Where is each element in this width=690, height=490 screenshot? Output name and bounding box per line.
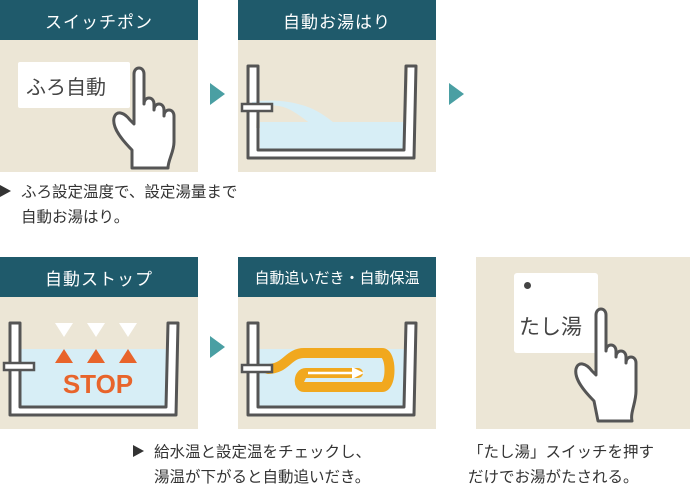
indicator-dot (524, 282, 531, 289)
arrow-icon (210, 336, 225, 358)
caption-auto-reheat: 給水温と設定温をチェックし、 湯温が下がると自動追いだき。 (133, 440, 463, 490)
button-label: たし湯 (519, 315, 582, 339)
caption-tashiyu: 「たし湯」スイッチを押す だけでお湯がたされる。 (468, 440, 690, 490)
panel-title: 自動ストップ (0, 257, 198, 297)
bathtub-stop-illustration (2, 321, 180, 417)
caption-line: 「たし湯」スイッチを押す (468, 443, 655, 461)
arrow-icon (210, 83, 225, 105)
caption-auto-fill: ふろ設定温度で、設定湯量まで 自動お湯はり。 (0, 180, 420, 230)
panel-title: 自動お湯はり (238, 0, 436, 40)
panel-auto-stop: 自動ストップ STOP (0, 257, 198, 429)
bathtub-filling-illustration (240, 64, 418, 160)
caption-line: ふろ設定温度で、設定湯量まで (21, 183, 238, 201)
tashiyu-button: たし湯 (514, 273, 598, 353)
bathtub-reheat-illustration (240, 321, 418, 417)
panel-switch-on: スイッチポン ふろ自動 (0, 0, 198, 172)
triangle-bullet-icon (133, 445, 144, 457)
caption-line: 湯温が下がると自動追いだき。 (154, 468, 371, 486)
caption-line: 自動お湯はり。 (21, 208, 130, 226)
stop-label: STOP (62, 369, 134, 399)
triangle-bullet-icon (0, 185, 11, 197)
furo-auto-button: ふろ自動 (18, 62, 130, 108)
panel-tashiyu: たし湯 (476, 257, 690, 429)
pointing-hand-icon (112, 66, 176, 170)
arrow-icon (449, 83, 464, 105)
panel-auto-fill: 自動お湯はり (238, 0, 436, 172)
panel-auto-reheat: 自動追いだき・自動保温 (238, 257, 436, 429)
pointing-hand-icon (574, 307, 638, 423)
caption-line: だけでお湯がたされる。 (468, 468, 639, 486)
caption-line: 給水温と設定温をチェックし、 (154, 443, 372, 461)
button-label: ふろ自動 (26, 74, 106, 99)
panel-title: 自動追いだき・自動保温 (238, 257, 436, 297)
panel-title: スイッチポン (0, 0, 198, 40)
